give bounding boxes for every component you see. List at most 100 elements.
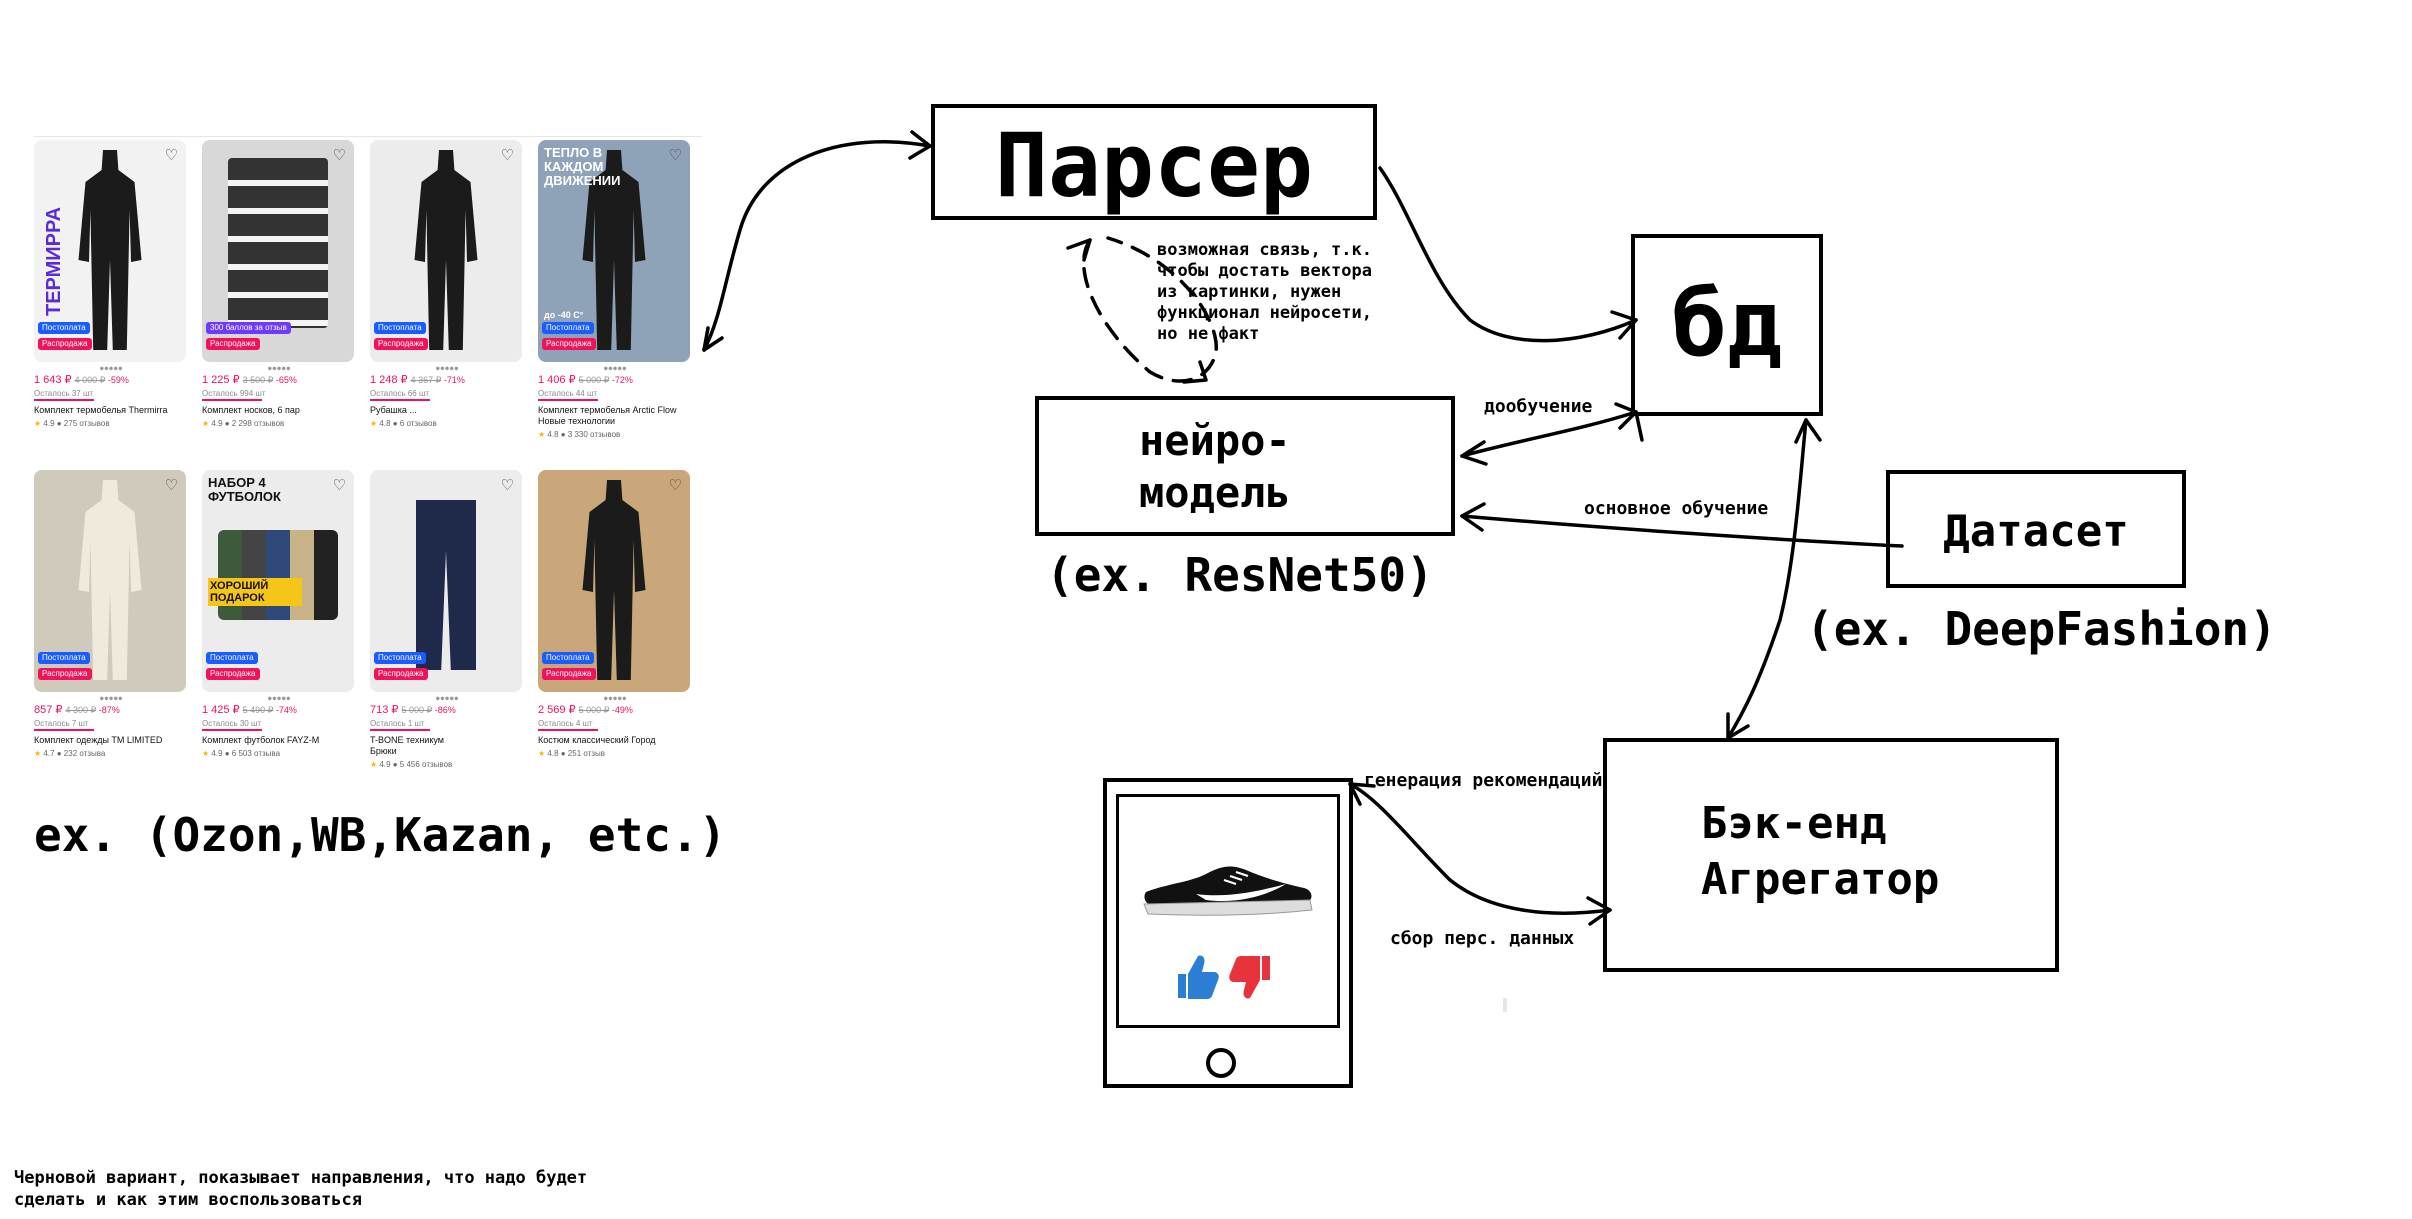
stock-bar	[538, 729, 598, 731]
discount: -72%	[609, 375, 633, 385]
possible-link-line-3: из картинки, нужен	[1157, 282, 1342, 302]
rating-value: 4.9 ● 6 503 отзыва	[211, 749, 281, 758]
stock-bar	[370, 399, 430, 401]
product-name[interactable]: Комплект футболок FAYZ-M	[202, 735, 320, 745]
arrow-db-backend	[1726, 418, 1808, 740]
dataset-box: Датасет	[1886, 470, 2186, 588]
product-rating: ★ 4.9 ● 2 298 отзывов	[202, 419, 354, 428]
possible-link-line-5: но не факт	[1157, 324, 1260, 344]
possible-link-line-2: чтобы достать вектора	[1157, 261, 1372, 281]
discount: -65%	[273, 375, 297, 385]
stock-left: Осталось 66 шт	[370, 389, 430, 398]
product-rating: ★ 4.9 ● 6 503 отзыва	[202, 749, 354, 758]
sale-badge: Распродажа	[206, 668, 260, 680]
draft-note-line-2: сделать и как этим воспользоваться	[14, 1190, 362, 1210]
product-price: 1 425 ₽ 5 490 ₽ -74%	[202, 703, 354, 716]
backend-aggregator-box: Бэк-енд Агрегатор	[1603, 738, 2059, 972]
product-name[interactable]: Комплект термобелья Thermirra	[34, 405, 168, 415]
product-rating: ★ 4.8 ● 3 330 отзывов	[538, 430, 690, 439]
image-pager-dots[interactable]: ●●●●●	[436, 695, 460, 702]
discount: -87%	[96, 705, 120, 715]
tshirts-icon	[218, 530, 338, 620]
rating-value: 4.8 ● 3 330 отзывов	[547, 430, 621, 439]
favorite-heart-icon[interactable]: ♡	[500, 146, 514, 164]
star-icon: ★	[34, 419, 44, 428]
product-subtitle: Брюки	[370, 746, 397, 756]
product-name[interactable]: Рубашка ...	[370, 405, 417, 415]
stock-bar	[538, 399, 598, 401]
current-price: 1 406 ₽	[538, 374, 579, 386]
current-price: 1 643 ₽	[34, 374, 75, 386]
db-label: бд	[1671, 270, 1783, 377]
payment-badge: Постоплата	[38, 652, 90, 664]
image-pager-dots[interactable]: ●●●●●	[604, 695, 628, 702]
image-pager-dots[interactable]: ●●●●●	[100, 365, 124, 372]
star-icon: ★	[202, 419, 212, 428]
rating-value: 4.8 ● 6 отзывов	[379, 419, 437, 428]
discount: -59%	[105, 375, 129, 385]
current-price: 857 ₽	[34, 704, 66, 716]
product-name[interactable]: Комплект одежды TM LIMITED	[34, 735, 163, 745]
product-name[interactable]: Костюм классический Город	[538, 735, 656, 745]
payment-badge: Постоплата	[206, 652, 258, 664]
grid-top-divider	[34, 136, 702, 137]
favorite-heart-icon[interactable]: ♡	[332, 476, 346, 494]
sale-badge: Распродажа	[542, 338, 596, 350]
product-name[interactable]: Комплект носков, 6 пар	[202, 405, 300, 415]
sale-badge: Распродажа	[374, 338, 428, 350]
finetune-label: дообучение	[1484, 396, 1593, 417]
possible-link-note: возможная связь, т.к. чтобы достать вект…	[1157, 240, 1372, 345]
stock-bar	[34, 399, 94, 401]
product-name[interactable]: Комплект термобелья Arctic Flow	[538, 405, 677, 415]
product-price: 1 643 ₽ 4 000 ₽ -59%	[34, 373, 186, 386]
stock-left: Осталось 30 шт	[202, 719, 262, 728]
favorite-heart-icon[interactable]: ♡	[164, 476, 178, 494]
stock-bar	[370, 729, 430, 731]
current-price: 713 ₽	[370, 704, 402, 716]
image-pager-dots[interactable]: ●●●●●	[100, 695, 124, 702]
product-rating: ★ 4.8 ● 251 отзыв	[538, 749, 690, 758]
star-icon: ★	[538, 749, 548, 758]
old-price: 5 000 ₽	[401, 705, 433, 715]
image-pager-dots[interactable]: ●●●●●	[268, 365, 292, 372]
promo-text: НАБОР 4 ФУТБОЛОК	[208, 475, 281, 504]
favorite-heart-icon[interactable]: ♡	[668, 146, 682, 164]
db-box: бд	[1631, 234, 1823, 416]
product-name[interactable]: T-BONE техникум	[370, 735, 444, 745]
image-pager-dots[interactable]: ●●●●●	[268, 695, 292, 702]
image-pager-dots[interactable]: ●●●●●	[604, 365, 628, 372]
favorite-heart-icon[interactable]: ♡	[164, 146, 178, 164]
old-price: 3 500 ₽	[242, 375, 274, 385]
neuro-label-line-2: модель	[1139, 468, 1291, 517]
thumbs-up-icon	[1178, 955, 1219, 999]
product-rating: ★ 4.9 ● 275 отзывов	[34, 419, 186, 428]
favorite-heart-icon[interactable]: ♡	[332, 146, 346, 164]
current-price: 1 425 ₽	[202, 704, 243, 716]
product-rating: ★ 4.9 ● 5 456 отзывов	[370, 760, 522, 769]
rating-value: 4.7 ● 232 отзыва	[43, 749, 106, 758]
stock-left: Осталось 1 шт	[370, 719, 425, 728]
favorite-heart-icon[interactable]: ♡	[500, 476, 514, 494]
possible-link-line-1: возможная связь, т.к.	[1157, 240, 1372, 260]
product-subtitle: Новые технологии	[538, 416, 616, 426]
discount: -49%	[609, 705, 633, 715]
dataset-example-label: (ex. DeepFashion)	[1806, 602, 2277, 656]
favorite-heart-icon[interactable]: ♡	[668, 476, 682, 494]
image-pager-dots[interactable]: ●●●●●	[436, 365, 460, 372]
